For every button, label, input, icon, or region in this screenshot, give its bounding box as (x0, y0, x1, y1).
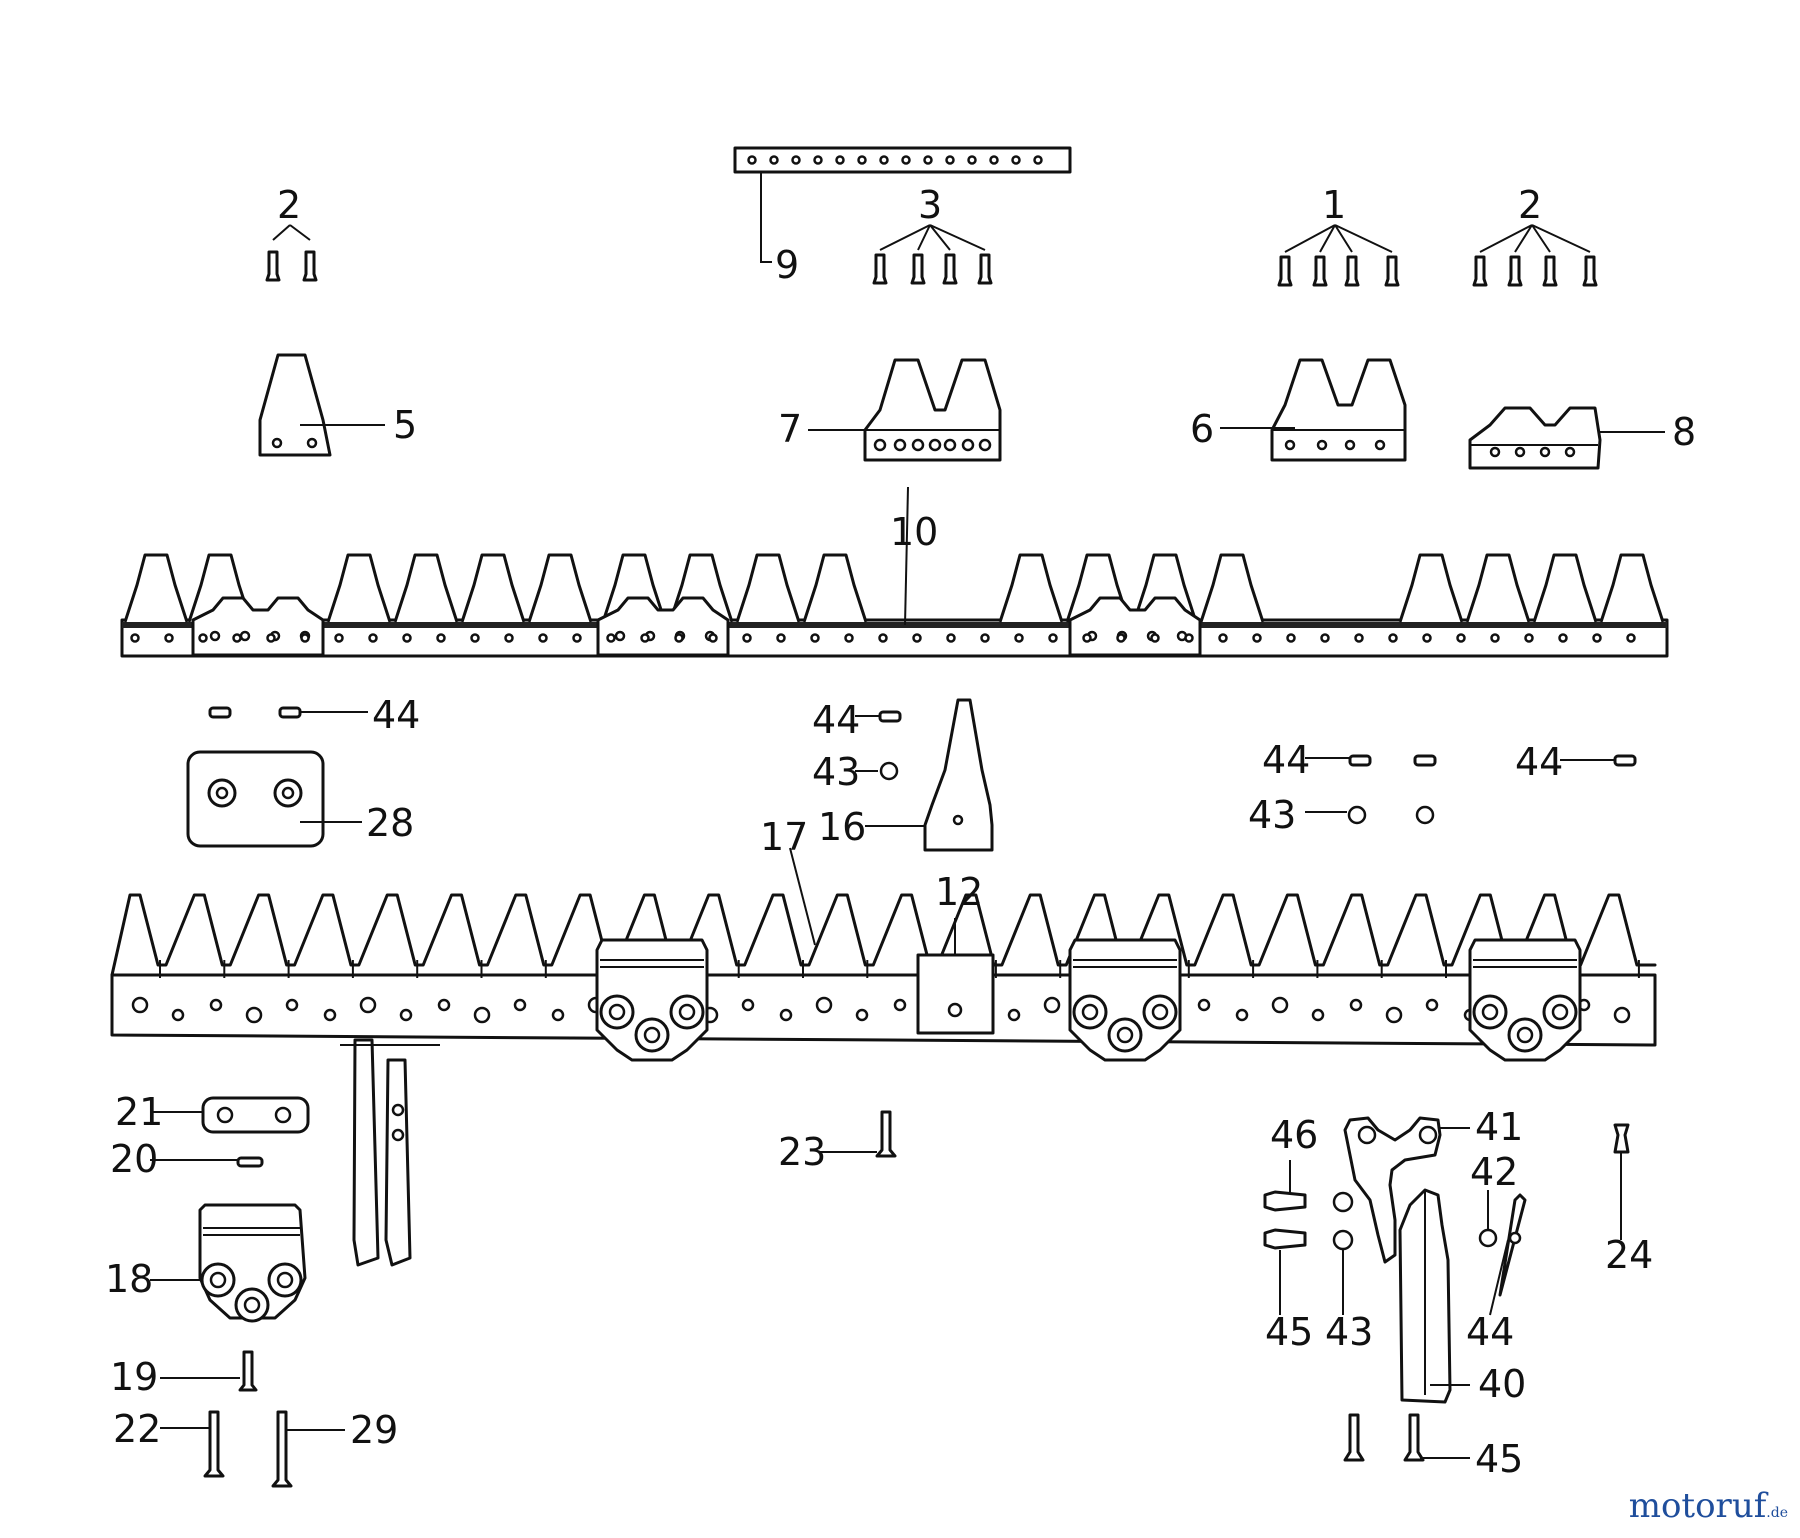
label-2b: 2 (1518, 183, 1542, 227)
label-42: 42 (1470, 1150, 1518, 1194)
label-19: 19 (110, 1355, 158, 1399)
label-21: 21 (115, 1090, 163, 1134)
part-7-guard (808, 358, 1002, 462)
part-42-pin (1478, 1190, 1527, 1316)
part-8-clip (1468, 406, 1665, 470)
label-22: 22 (113, 1407, 161, 1451)
label-1: 1 (1322, 183, 1346, 227)
label-6: 6 (1190, 407, 1214, 451)
label-44d: 44 (1515, 740, 1563, 784)
label-8: 8 (1672, 410, 1696, 454)
label-10: 10 (890, 510, 938, 554)
part-28-plate (186, 750, 362, 848)
label-43c: 43 (1325, 1310, 1373, 1354)
bolts-19-22-29 (160, 1350, 345, 1488)
part-10-guard-assembly (120, 553, 1669, 658)
label-40: 40 (1478, 1362, 1526, 1406)
small-hardware-row (208, 706, 1637, 825)
label-44c: 44 (1262, 738, 1310, 782)
knife-head-arm (340, 1038, 440, 1267)
label-9: 9 (775, 243, 799, 287)
parts-43-45-46 (1263, 1160, 1470, 1462)
part-17-knife-bar (110, 893, 1657, 1062)
label-45a: 45 (1265, 1310, 1313, 1354)
part-5-guard (258, 353, 385, 457)
part-20-pin (150, 1156, 264, 1168)
label-28: 28 (366, 801, 414, 845)
part-40-blade (1398, 1188, 1470, 1404)
part-24-bolt (1613, 1123, 1630, 1240)
watermark-tld: .de (1766, 1505, 1788, 1521)
watermark-logo: motoruf.de (1629, 1486, 1788, 1526)
part-6-guard (1220, 358, 1407, 462)
label-7: 7 (778, 407, 802, 451)
part-21-connector (150, 1096, 310, 1134)
label-29: 29 (350, 1408, 398, 1452)
label-17: 17 (760, 815, 808, 859)
part-labels: 2 3 1 2 9 5 7 6 8 10 44 44 43 16 44 44 4… (105, 183, 1696, 1481)
label-44e: 44 (1466, 1310, 1514, 1354)
part-16-guard (865, 698, 994, 852)
label-46: 46 (1270, 1113, 1318, 1157)
label-43a: 43 (812, 750, 860, 794)
label-45b: 45 (1475, 1437, 1523, 1481)
label-12: 12 (935, 870, 983, 914)
label-44b: 44 (812, 698, 860, 742)
label-41: 41 (1475, 1105, 1523, 1149)
part-9-bar (733, 146, 1072, 263)
leader-17 (789, 847, 816, 946)
part-23-bolt (820, 1110, 897, 1158)
part-41-holder (1343, 1116, 1470, 1264)
watermark-brand: motoruf (1628, 1486, 1767, 1526)
label-5: 5 (393, 403, 417, 447)
part-18-clip (150, 1203, 307, 1323)
label-44a: 44 (372, 693, 420, 737)
rivet-groups (265, 250, 1598, 287)
leader-fans (272, 224, 1591, 626)
label-18: 18 (105, 1257, 153, 1301)
label-23: 23 (778, 1130, 826, 1174)
label-3: 3 (918, 183, 942, 227)
label-20: 20 (110, 1137, 158, 1181)
label-43b: 43 (1248, 793, 1296, 837)
label-24: 24 (1605, 1233, 1653, 1277)
label-16: 16 (818, 805, 866, 849)
label-2a: 2 (277, 183, 301, 227)
